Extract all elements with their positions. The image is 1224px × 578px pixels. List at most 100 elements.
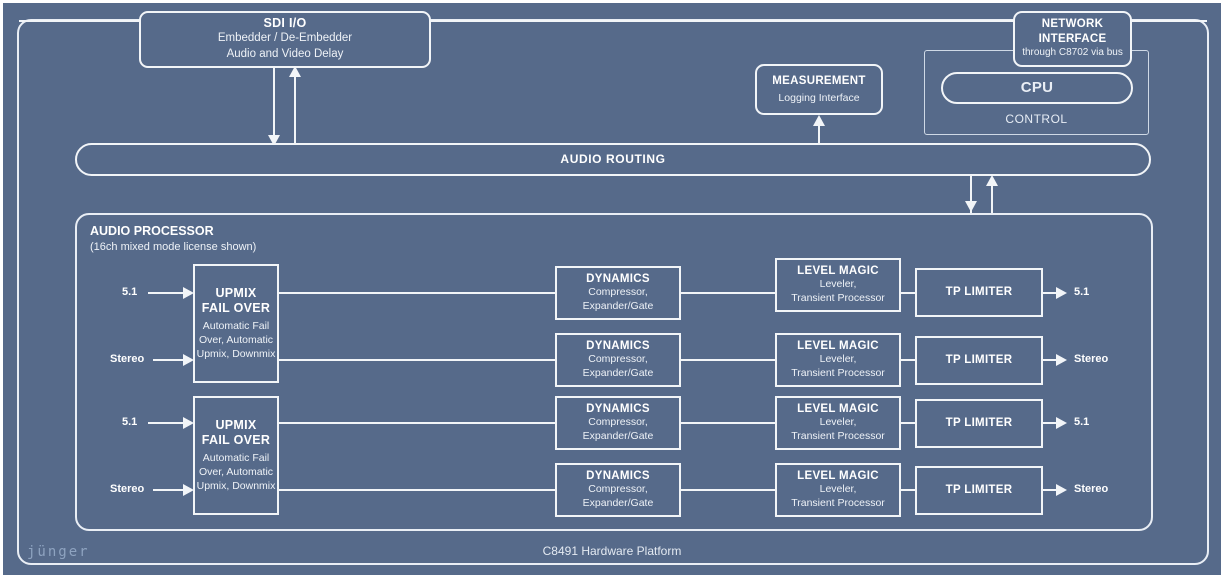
- level-magic-title-2: LEVEL MAGIC: [797, 339, 879, 352]
- dynamics-title-4: DYNAMICS: [586, 469, 650, 482]
- sdi-io-line2: Audio and Video Delay: [226, 47, 344, 60]
- dynamics-to-levelmagic-line-4: [681, 489, 775, 491]
- measurement-subtitle: Logging Interface: [778, 92, 860, 105]
- output-label-2: Stereo: [1074, 353, 1109, 365]
- dynamics-line2-4: Expander/Gate: [582, 497, 654, 510]
- upmix-title-line1-2: UPMIX: [215, 417, 257, 432]
- network-interface-title-line2: INTERFACE: [1038, 32, 1107, 45]
- level-magic-block-2[interactable]: LEVEL MAGIC Leveler, Transient Processor: [775, 333, 901, 387]
- sdi-to-routing-arrowhead: [268, 135, 280, 146]
- levelmagic-to-limiter-line-4: [901, 489, 915, 491]
- dynamics-title-3: DYNAMICS: [586, 402, 650, 415]
- level-magic-line2-2: Transient Processor: [791, 367, 885, 380]
- input-label-1: 5.1: [122, 286, 138, 298]
- dynamics-line2-1: Expander/Gate: [582, 300, 654, 313]
- tp-limiter-block-4[interactable]: TP LIMITER: [915, 466, 1043, 515]
- input-label-4: Stereo: [110, 483, 145, 495]
- dynamics-block-2[interactable]: DYNAMICS Compressor, Expander/Gate: [555, 333, 681, 387]
- dynamics-block-1[interactable]: DYNAMICS Compressor, Expander/Gate: [555, 266, 681, 320]
- audio-processor-frame: [75, 213, 1153, 531]
- levelmagic-to-limiter-line-1: [901, 292, 915, 294]
- upmix-title-line2-2: FAIL OVER: [201, 433, 271, 448]
- level-magic-block-4[interactable]: LEVEL MAGIC Leveler, Transient Processor: [775, 463, 901, 517]
- routing-to-processor-line: [970, 176, 972, 214]
- level-magic-line1-4: Leveler,: [819, 483, 857, 496]
- tp-limiter-block-1[interactable]: TP LIMITER: [915, 268, 1043, 317]
- tp-limiter-block-2[interactable]: TP LIMITER: [915, 336, 1043, 385]
- output-arrowhead-4: [1056, 484, 1067, 496]
- tp-limiter-title-4: TP LIMITER: [945, 484, 1013, 497]
- audio-processor-subtitle: (16ch mixed mode license shown): [90, 241, 257, 253]
- dynamics-line1-3: Compressor,: [588, 416, 648, 429]
- input-line-2: [153, 359, 184, 361]
- upmix-to-dynamics-line-4: [279, 489, 555, 491]
- tp-limiter-block-3[interactable]: TP LIMITER: [915, 399, 1043, 448]
- dynamics-line1-2: Compressor,: [588, 353, 648, 366]
- level-magic-block-3[interactable]: LEVEL MAGIC Leveler, Transient Processor: [775, 396, 901, 450]
- level-magic-title-1: LEVEL MAGIC: [797, 264, 879, 277]
- dynamics-line2-3: Expander/Gate: [582, 430, 654, 443]
- output-arrowhead-2: [1056, 354, 1067, 366]
- level-magic-line1-3: Leveler,: [819, 416, 857, 429]
- output-line-2: [1043, 359, 1062, 361]
- network-interface-subtitle: through C8702 via bus: [1022, 47, 1123, 59]
- levelmagic-to-limiter-line-3: [901, 422, 915, 424]
- dynamics-block-3[interactable]: DYNAMICS Compressor, Expander/Gate: [555, 396, 681, 450]
- dynamics-line2-2: Expander/Gate: [582, 367, 654, 380]
- upmix-to-dynamics-line-3: [279, 422, 555, 424]
- input-arrowhead-2: [183, 354, 194, 366]
- output-label-4: Stereo: [1074, 483, 1109, 495]
- sdi-io-line1: Embedder / De-Embedder: [217, 32, 353, 45]
- dynamics-block-4[interactable]: DYNAMICS Compressor, Expander/Gate: [555, 463, 681, 517]
- output-arrowhead-3: [1056, 417, 1067, 429]
- level-magic-line1-1: Leveler,: [819, 278, 857, 291]
- level-magic-line2-3: Transient Processor: [791, 430, 885, 443]
- network-interface-title-line1: NETWORK: [1041, 18, 1104, 31]
- output-label-1: 5.1: [1074, 286, 1090, 298]
- top-bus-line-left: [19, 20, 141, 22]
- input-arrowhead-3: [183, 417, 194, 429]
- dynamics-title-2: DYNAMICS: [586, 339, 650, 352]
- dynamics-line1-4: Compressor,: [588, 483, 648, 496]
- output-arrowhead-1: [1056, 287, 1067, 299]
- dynamics-to-levelmagic-line-3: [681, 422, 775, 424]
- upmix-details-2: Automatic Fail Over, Automatic Upmix, Do…: [196, 451, 276, 493]
- levelmagic-to-limiter-line-2: [901, 359, 915, 361]
- upmix-to-dynamics-line-1: [279, 292, 555, 294]
- input-arrowhead-1: [183, 287, 194, 299]
- upmix-to-dynamics-line-2: [279, 359, 555, 361]
- measurement-block[interactable]: MEASUREMENT Logging Interface: [755, 64, 883, 115]
- dynamics-to-levelmagic-line-1: [681, 292, 775, 294]
- level-magic-block-1[interactable]: LEVEL MAGIC Leveler, Transient Processor: [775, 258, 901, 312]
- routing-to-processor-arrowhead: [965, 201, 977, 212]
- audio-routing-block[interactable]: AUDIO ROUTING: [75, 143, 1151, 176]
- cpu-block[interactable]: CPU: [941, 72, 1133, 104]
- level-magic-title-3: LEVEL MAGIC: [797, 402, 879, 415]
- audio-processor-title: AUDIO PROCESSOR: [90, 224, 214, 238]
- input-label-2: Stereo: [110, 353, 145, 365]
- output-line-1: [1043, 292, 1062, 294]
- junger-logo: jünger: [27, 544, 90, 560]
- sdi-io-title: SDI I/O: [263, 15, 307, 30]
- level-magic-line2-4: Transient Processor: [791, 497, 885, 510]
- tp-limiter-title-3: TP LIMITER: [945, 417, 1013, 430]
- dynamics-title-1: DYNAMICS: [586, 272, 650, 285]
- level-magic-line2-1: Transient Processor: [791, 292, 885, 305]
- cpu-title: CPU: [1020, 78, 1054, 96]
- upmix-failover-block-2[interactable]: UPMIX FAIL OVER Automatic Fail Over, Aut…: [193, 396, 279, 515]
- tp-limiter-title-2: TP LIMITER: [945, 354, 1013, 367]
- input-line-4: [153, 489, 184, 491]
- input-line-1: [148, 292, 184, 294]
- level-magic-line1-2: Leveler,: [819, 353, 857, 366]
- routing-to-measurement-arrowhead: [813, 115, 825, 126]
- sdi-io-block[interactable]: SDI I/O Embedder / De-Embedder Audio and…: [139, 11, 431, 68]
- control-title: CONTROL: [1005, 111, 1068, 126]
- input-line-3: [148, 422, 184, 424]
- network-interface-block[interactable]: NETWORK INTERFACE through C8702 via bus: [1013, 11, 1132, 67]
- top-bus-line-far-right: [1132, 20, 1207, 22]
- platform-caption: C8491 Hardware Platform: [542, 544, 682, 558]
- input-arrowhead-4: [183, 484, 194, 496]
- upmix-failover-block-1[interactable]: UPMIX FAIL OVER Automatic Fail Over, Aut…: [193, 264, 279, 383]
- upmix-details-1: Automatic Fail Over, Automatic Upmix, Do…: [196, 319, 276, 361]
